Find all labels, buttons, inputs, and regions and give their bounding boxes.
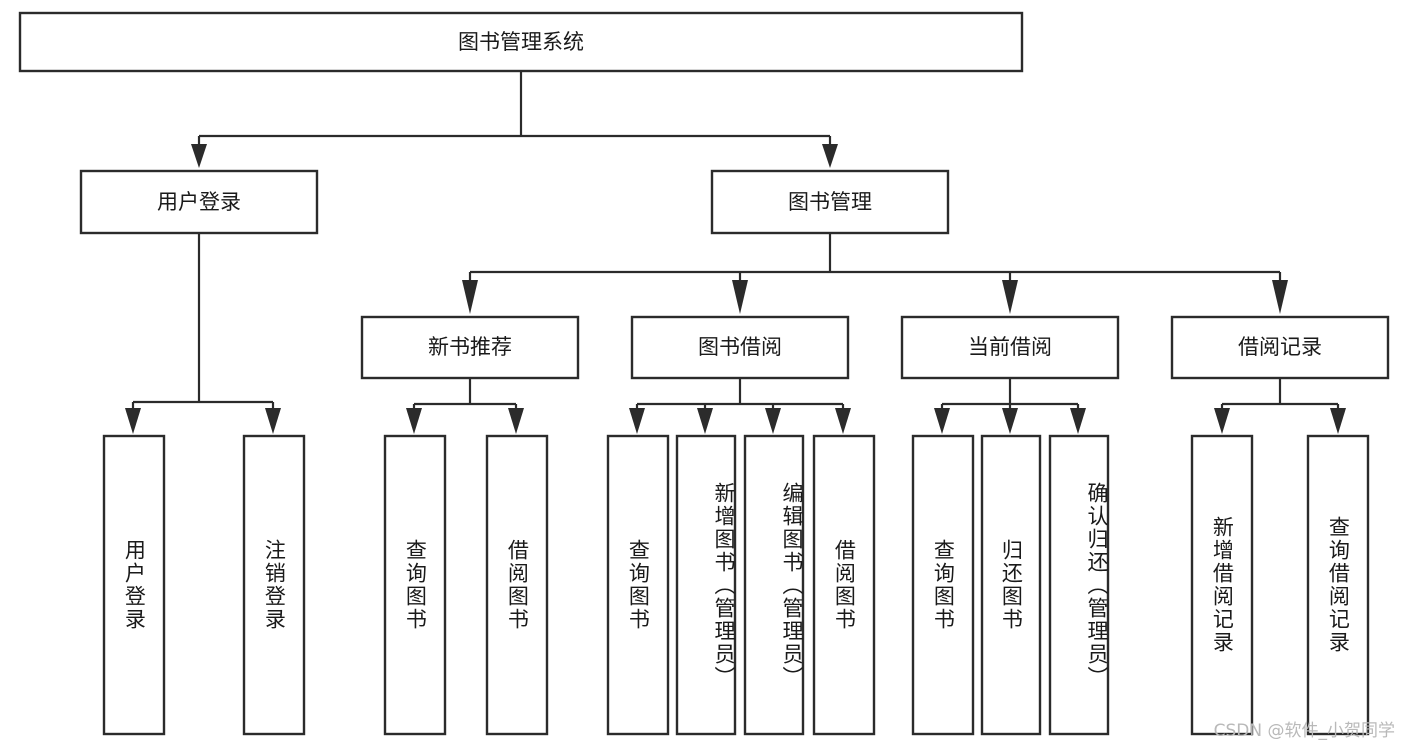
root-label: 图书管理系统 xyxy=(458,30,584,54)
node-user-login[interactable]: 用户登录 xyxy=(79,169,319,235)
leaf-boxes-new-book-recommend xyxy=(383,434,549,736)
arrow-bookmgmt-l3-1 xyxy=(732,280,748,314)
leaf-box-newbook-1[interactable] xyxy=(485,434,549,736)
leaf-boxes-book-borrow xyxy=(606,434,876,736)
level3-box-2[interactable] xyxy=(900,315,1120,380)
arrow-records-leaf-0 xyxy=(1214,408,1230,434)
connector-group-level2 xyxy=(125,233,1288,434)
level3-label-2: 当前借阅 xyxy=(968,335,1052,359)
leaf-box-borrow-3[interactable] xyxy=(812,434,876,736)
leaf-box-borrow-2[interactable] xyxy=(743,434,805,736)
leaf-box-current-2[interactable] xyxy=(1048,434,1110,736)
arrow-borrow-leaf-1 xyxy=(697,408,713,434)
node-root[interactable]: 图书管理系统 xyxy=(18,11,1024,73)
leaf-box-user-login-0[interactable] xyxy=(102,434,166,736)
connector-group-root xyxy=(191,72,838,168)
level3-box-3[interactable] xyxy=(1170,315,1390,380)
level2-box-0[interactable] xyxy=(79,169,319,235)
level2-box-1[interactable] xyxy=(710,169,950,235)
arrow-borrow-leaf-0 xyxy=(629,408,645,434)
level2-label-0: 用户登录 xyxy=(157,190,241,214)
leaf-boxes-borrow-records xyxy=(1190,434,1370,736)
level3-box-1[interactable] xyxy=(630,315,850,380)
arrow-userlogin-leaf-0 xyxy=(125,408,141,434)
leaf-box-records-0[interactable] xyxy=(1190,434,1254,736)
arrow-bookmgmt-l3-0 xyxy=(462,280,478,314)
arrow-userlogin-leaf-1 xyxy=(265,408,281,434)
leaf-box-newbook-0[interactable] xyxy=(383,434,447,736)
level3-label-3: 借阅记录 xyxy=(1238,335,1322,359)
arrow-bookmgmt-l3-2 xyxy=(1002,280,1018,314)
level3-box-0[interactable] xyxy=(360,315,580,380)
leaf-box-current-1[interactable] xyxy=(980,434,1042,736)
arrow-bookmgmt-l3-3 xyxy=(1272,280,1288,314)
level3-label-0: 新书推荐 xyxy=(428,335,512,359)
leaf-boxes-user-login xyxy=(102,434,306,736)
leaf-box-user-login-1[interactable] xyxy=(242,434,306,736)
leaf-box-borrow-1[interactable] xyxy=(675,434,737,736)
leaf-box-borrow-0[interactable] xyxy=(606,434,670,736)
arrow-records-leaf-1 xyxy=(1330,408,1346,434)
node-borrow-records[interactable]: 借阅记录 xyxy=(1170,315,1390,380)
connector-group-level3 xyxy=(406,378,1346,434)
arrow-newbook-leaf-0 xyxy=(406,408,422,434)
node-current-borrow[interactable]: 当前借阅 xyxy=(900,315,1120,380)
arrow-borrow-leaf-3 xyxy=(835,408,851,434)
arrow-current-leaf-1 xyxy=(1002,408,1018,434)
leaf-boxes-current-borrow xyxy=(911,434,1110,736)
arrow-newbook-leaf-1 xyxy=(508,408,524,434)
level3-label-1: 图书借阅 xyxy=(698,335,782,359)
node-book-borrow[interactable]: 图书借阅 xyxy=(630,315,850,380)
arrow-root-to-l2-0 xyxy=(191,144,207,168)
arrow-borrow-leaf-2 xyxy=(765,408,781,434)
arrow-root-to-l2-1 xyxy=(822,144,838,168)
root-box[interactable] xyxy=(18,11,1024,73)
leaf-box-records-1[interactable] xyxy=(1306,434,1370,736)
arrow-current-leaf-0 xyxy=(934,408,950,434)
node-new-book-recommend[interactable]: 新书推荐 xyxy=(360,315,580,380)
leaf-box-current-0[interactable] xyxy=(911,434,975,736)
arrow-current-leaf-2 xyxy=(1070,408,1086,434)
node-book-management[interactable]: 图书管理 xyxy=(710,169,950,235)
level2-label-1: 图书管理 xyxy=(788,190,872,214)
